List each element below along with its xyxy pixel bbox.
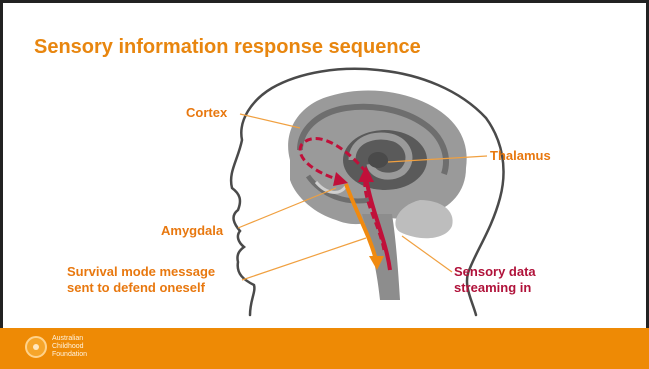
amygdala-leader-line [237, 187, 337, 229]
survival-response-arrow [344, 183, 378, 261]
sensory-input-arrow [364, 177, 392, 271]
cortex-pathway-arrow [298, 137, 368, 182]
survival-arrowhead-icon [369, 256, 384, 270]
thalamus-label: Thalamus [490, 148, 551, 163]
amygdala-arrowhead-icon [333, 172, 348, 186]
survival-leader-line [241, 237, 367, 281]
slide-title: Sensory information response sequence [34, 36, 421, 58]
sensory-data-label: Sensory data streaming in [454, 264, 536, 296]
amygdala-label: Amygdala [161, 223, 224, 238]
slide-border-top [0, 0, 649, 3]
logo-line1: Australian [52, 335, 84, 342]
logo-line3: Foundation [52, 351, 88, 358]
survival-label-line1: Survival mode message [67, 264, 216, 279]
slide-border-left [0, 0, 3, 328]
slide-border-right [646, 0, 649, 328]
sensory-label-line1: Sensory data [454, 264, 536, 279]
cortex-leader-line [239, 113, 301, 129]
logo-line2: Childhood [52, 343, 84, 350]
head-outline-icon [229, 67, 505, 317]
sensory-arrowhead-icon [358, 166, 374, 182]
sensory-label-line2: streaming in [454, 280, 532, 295]
thalamus-leader-line [387, 155, 488, 163]
survival-message-label: Survival mode message sent to defend one… [67, 264, 215, 296]
sensory-leader-line [401, 235, 453, 273]
cortex-label: Cortex [186, 105, 228, 120]
survival-label-line2: sent to defend oneself [67, 280, 205, 295]
foundation-logo-icon [25, 336, 47, 358]
footer-bar [0, 328, 649, 369]
foundation-logo-text: Australian Childhood Foundation [52, 335, 87, 359]
